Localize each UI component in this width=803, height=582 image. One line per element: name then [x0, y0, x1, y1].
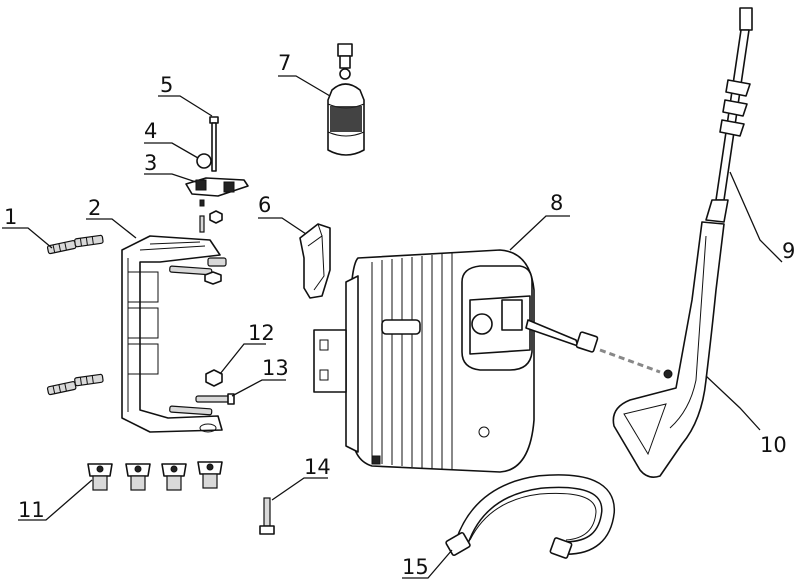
part-5-pin: [210, 117, 218, 171]
callout-13: 13: [262, 356, 289, 380]
part-8-hose-reel: [314, 250, 660, 472]
callout-8: 8: [550, 191, 563, 215]
part-13-bolt: [196, 394, 234, 404]
callout-15: 15: [402, 555, 429, 579]
part-14-screw: [260, 498, 274, 534]
part-3-mounting-plate: [186, 178, 248, 232]
callout-6: 6: [258, 193, 271, 217]
part-12-nut: [206, 370, 222, 386]
callout-10: 10: [760, 433, 787, 457]
part-6-gun-holder: [300, 224, 330, 298]
part-15-hose: [445, 481, 608, 558]
callout-9: 9: [782, 239, 795, 263]
callout-4: 4: [144, 119, 157, 143]
part-7-detergent-bottle: [328, 44, 364, 155]
part-9-lance: [706, 8, 752, 222]
callout-11: 11: [18, 498, 45, 522]
part-10-spray-gun: [613, 222, 724, 477]
part-1-wall-anchors: [47, 235, 103, 395]
callout-7: 7: [278, 51, 291, 75]
callout-2: 2: [88, 196, 101, 220]
callout-3: 3: [144, 151, 157, 175]
callout-5: 5: [160, 73, 173, 97]
part-4-ball: [197, 154, 211, 168]
part-11-nozzles: [88, 462, 222, 490]
callout-14: 14: [304, 455, 331, 479]
callout-1: 1: [4, 205, 17, 229]
callout-12: 12: [248, 321, 275, 345]
